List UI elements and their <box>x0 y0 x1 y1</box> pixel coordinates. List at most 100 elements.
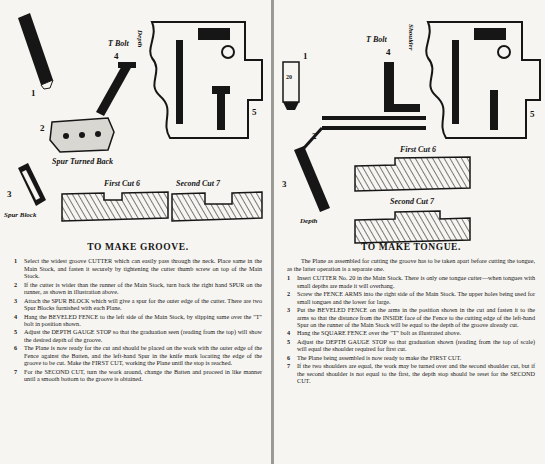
step-number: 6 <box>287 354 297 361</box>
fence-mount <box>304 128 322 148</box>
hole <box>79 132 85 138</box>
board-second-cut <box>172 192 262 221</box>
step-row: 6The Plane is now ready for the cut and … <box>14 344 262 366</box>
t-bolt-head <box>118 62 136 68</box>
callout-label: 4 <box>114 52 119 61</box>
callout-label: 1 <box>303 52 308 61</box>
instruction-column: TO MAKE GROOVE. 1Select the widest groove… <box>14 242 262 383</box>
step-number: 2 <box>287 290 297 305</box>
step-text: Screw the FENCE ARMS into the right side… <box>297 290 535 305</box>
step-number: 3 <box>14 297 24 312</box>
cutter-tip <box>283 102 299 110</box>
thumb-screw <box>198 28 230 40</box>
hole <box>63 133 69 139</box>
spur-block <box>18 163 46 206</box>
step-text: The Plane is now ready for the cut and s… <box>24 344 262 366</box>
square-fence-foot <box>384 104 420 112</box>
step-row: 7If the two shoulders are equal, the wor… <box>287 362 535 384</box>
step-text: The Plane being assembled is now ready t… <box>297 354 535 361</box>
step-row: 6The Plane being assembled is now ready … <box>287 354 535 361</box>
board-first-cut <box>355 157 470 191</box>
callout-label: 3 <box>282 180 287 189</box>
callout-label: 20 <box>286 74 292 80</box>
step-text: Adjust the DEPTH GAUGE STOP so that the … <box>24 328 262 343</box>
step-row: 4Hang the BEVELED FENCE to the left side… <box>14 313 262 328</box>
board-second-cut <box>355 211 470 243</box>
screw <box>222 46 234 58</box>
cutter-edge <box>41 80 53 89</box>
callout-label: 1 <box>31 89 36 98</box>
step-row: 1Select the widest groove CUTTER which c… <box>14 257 262 279</box>
main-stock <box>150 22 262 138</box>
thumb-screw <box>474 28 506 40</box>
step-number: 5 <box>287 338 297 353</box>
step-row: 4Hang the SQUARE FENCE over the "T" bolt… <box>287 329 535 336</box>
step-number: 2 <box>14 281 24 296</box>
runner-plate <box>50 118 114 152</box>
step-row: 1Insert CUTTER No. 20 in the Main Stock.… <box>287 274 535 289</box>
board-first-cut <box>62 192 168 221</box>
cutter <box>18 13 53 85</box>
step-number: 1 <box>287 274 297 289</box>
beveled-fence <box>294 146 330 212</box>
callout-label: 2 <box>312 132 317 141</box>
spur-block-face <box>22 170 40 200</box>
fence-arm <box>322 126 426 130</box>
step-number: 4 <box>287 329 297 336</box>
step-row: 7For the SECOND CUT, turn the work aroun… <box>14 368 262 383</box>
depth-gauge <box>176 40 183 124</box>
step-number: 1 <box>14 257 24 279</box>
instruction-column: TO MAKE TONGUE. The Plane as assembled fo… <box>287 242 535 385</box>
step-text: Select the widest groove CUTTER which ca… <box>24 257 262 279</box>
fence-arm <box>322 116 426 120</box>
gutter <box>271 0 274 464</box>
callout-label: First Cut 6 <box>400 146 436 154</box>
cutter-20-fitted <box>490 90 498 130</box>
main-stock <box>426 22 540 138</box>
section-heading: TO MAKE TONGUE. <box>287 242 535 252</box>
callout-label: Depth <box>300 218 318 225</box>
t-bolt <box>96 62 132 116</box>
step-number: 3 <box>287 306 297 328</box>
step-row: 5Adjust the DEPTH GAUGE STOP so that gra… <box>287 338 535 353</box>
step-text: Put the BEVELED FENCE on the arms in the… <box>297 306 535 328</box>
callout-label: Spur Block <box>4 212 36 219</box>
callout-label: 5 <box>530 110 535 119</box>
t-bolt-stem <box>217 94 225 130</box>
hole <box>95 131 101 137</box>
callout-label: Spur Turned Back <box>52 158 113 166</box>
step-number: 5 <box>14 328 24 343</box>
step-text: Attach the SPUR BLOCK which will give a … <box>24 297 262 312</box>
step-row: 3Attach the SPUR BLOCK which will give a… <box>14 297 262 312</box>
step-row: 2Screw the FENCE ARMS into the right sid… <box>287 290 535 305</box>
step-text: Insert CUTTER No. 20 in the Main Stock. … <box>297 274 535 289</box>
step-number: 6 <box>14 344 24 366</box>
step-row: 2If the cutter is wider than the runner … <box>14 281 262 296</box>
callout-label: Shoulder <box>407 24 414 50</box>
callout-label: Second Cut 7 <box>176 180 220 188</box>
intro-text: The Plane as assembled for cutting the g… <box>287 257 535 272</box>
step-number: 4 <box>14 313 24 328</box>
depth-gauge <box>452 40 459 124</box>
callout-label: 2 <box>40 124 45 133</box>
step-text: For the SECOND CUT, turn the work around… <box>24 368 262 383</box>
t-bolt-slot <box>212 86 230 94</box>
section-heading: TO MAKE GROOVE. <box>14 242 262 252</box>
callout-label: First Cut 6 <box>104 180 140 188</box>
cutter-20 <box>283 62 299 102</box>
step-text: Adjust the DEPTH GAUGE STOP so that grad… <box>297 338 535 353</box>
callout-label: 5 <box>252 108 257 117</box>
step-number: 7 <box>287 362 297 384</box>
step-text: If the two shoulders are equal, the work… <box>297 362 535 384</box>
callout-label: T Bolt <box>108 40 129 48</box>
step-text: Hang the BEVELED FENCE to the left side … <box>24 313 262 328</box>
callout-label: Depth <box>136 30 143 48</box>
step-number: 7 <box>14 368 24 383</box>
callout-label: 3 <box>7 190 12 199</box>
callout-label: Second Cut 7 <box>390 198 434 206</box>
step-row: 5Adjust the DEPTH GAUGE STOP so that the… <box>14 328 262 343</box>
callout-label: 4 <box>386 48 391 57</box>
step-text: Hang the SQUARE FENCE over the "T" bolt … <box>297 329 535 336</box>
